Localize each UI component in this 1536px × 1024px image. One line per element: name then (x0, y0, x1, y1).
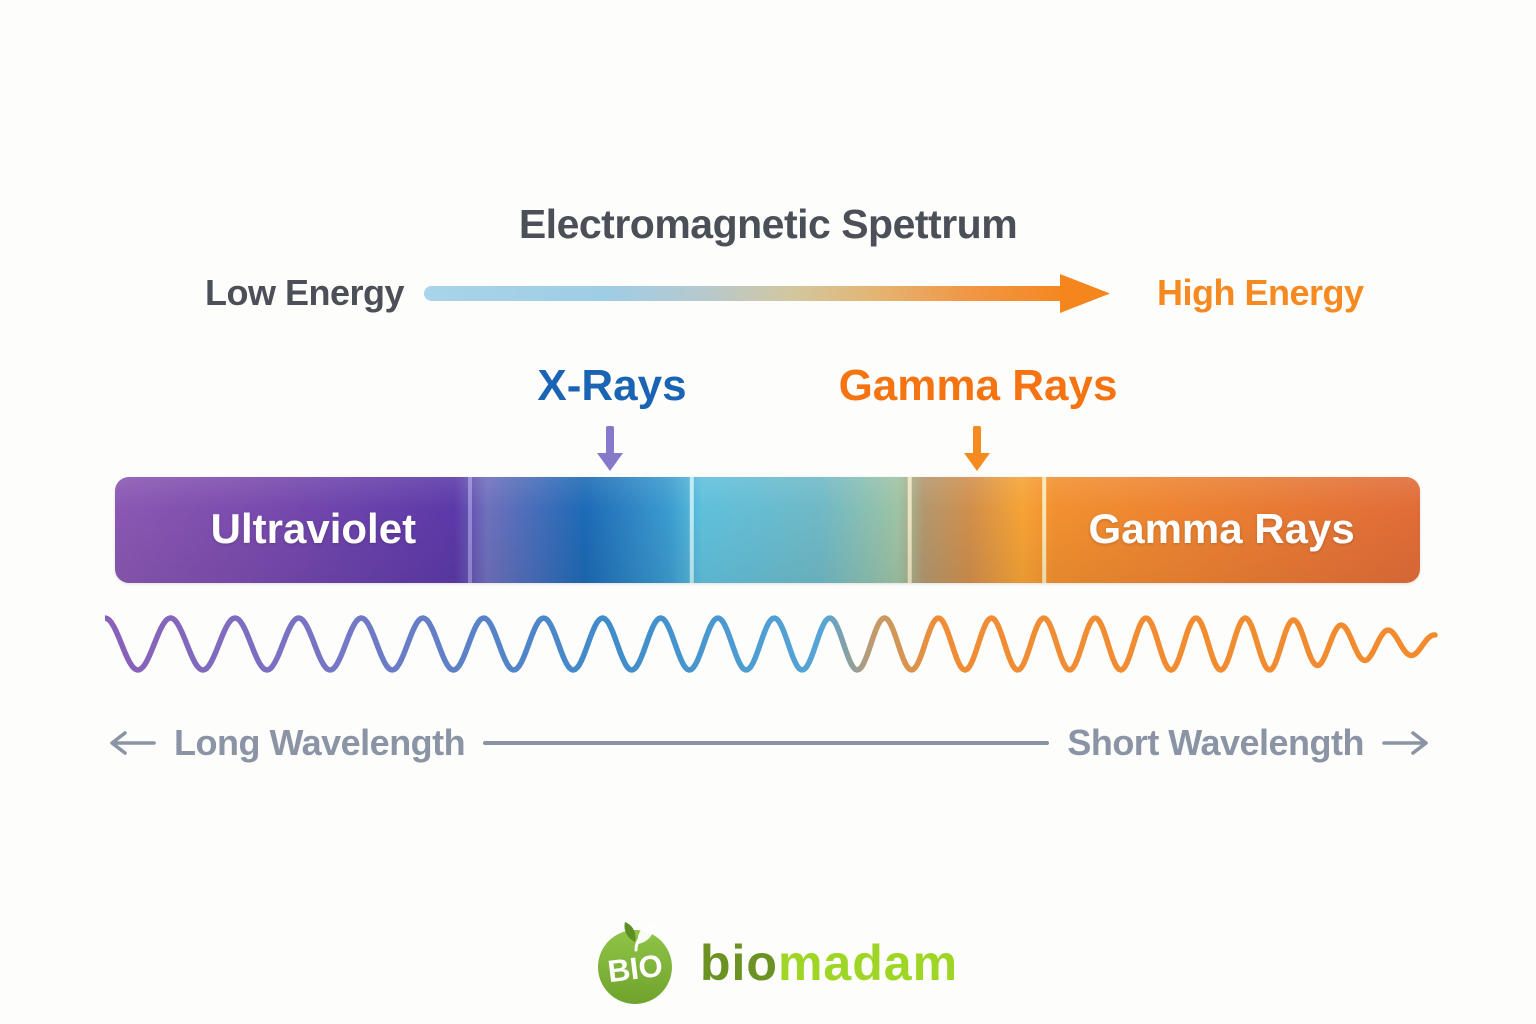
short-wavelength-label: Short Wavelength (1067, 722, 1364, 763)
wavelength-axis-line (483, 741, 1050, 745)
gamma-down-arrow-icon (964, 426, 990, 471)
spectrum-bar: Ultraviolet Gamma Rays (115, 477, 1420, 583)
xray-callout-label: X-Rays (537, 361, 687, 410)
long-wavelength-label: Long Wavelength (174, 722, 466, 763)
svg-text:BIO: BIO (606, 948, 665, 989)
wavelength-wave-icon (105, 615, 1438, 673)
gamma-callout-label: Gamma Rays (838, 361, 1118, 410)
bio-badge-icon: BIO (597, 922, 672, 1004)
energy-gradient-arrow-icon (424, 274, 1110, 313)
high-energy-label: High Energy (1157, 272, 1364, 313)
page-title: Electromagnetic Spettrum (518, 201, 1018, 247)
spectrum-bar-gradient (115, 477, 1420, 583)
brand-first: bio (699, 935, 778, 991)
brand-logo: BIO biomadam (594, 920, 958, 1006)
wavelength-axis: Long Wavelength Short Wavelength (108, 719, 1430, 767)
arrow-right-icon (1382, 731, 1428, 755)
bar-segment-label-gamma: Gamma Rays (1088, 505, 1355, 553)
arrow-left-icon (110, 731, 156, 755)
xray-down-arrow-icon (597, 426, 623, 471)
brand-second: madam (777, 935, 959, 991)
brand-wordmark: biomadam (700, 934, 958, 992)
low-energy-label: Low Energy (205, 272, 405, 313)
bar-segment-label-ultraviolet: Ultraviolet (210, 505, 417, 553)
